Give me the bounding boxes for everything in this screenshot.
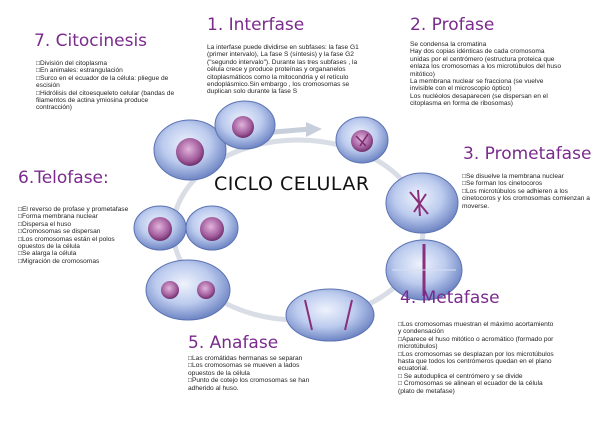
citocinesis-cell: [133, 205, 187, 251]
metafase-description: □Los cromosomas muestran el máximo acort…: [398, 321, 554, 395]
telofase-title: 6.Telofase:: [18, 168, 109, 188]
metafase-title: 4. Metafase: [400, 288, 500, 308]
citocinesis-title: 7. Citocinesis: [34, 31, 148, 51]
profase-description: Se condensa la cromatina Hay dos copias …: [410, 41, 561, 108]
profase-title: 2. Profase: [410, 15, 495, 35]
anafase-title: 5. Anafase: [188, 333, 279, 353]
anafase-description: □Las cromátidas hermanas se separan □Los…: [188, 355, 310, 392]
anafase-cell: [285, 288, 375, 342]
prometafase-description: □Se disuelve la membrana nuclear □Se for…: [462, 173, 590, 210]
telofase-cell: [145, 259, 231, 321]
interfase-cell: [214, 100, 276, 150]
profase-cell: [335, 116, 389, 164]
prometafase-cell: [385, 172, 459, 234]
interfase-description: La interfase puede dividirse en subfases…: [207, 44, 359, 96]
citocinesis-cell: [185, 205, 239, 251]
interfase-title: 1. Interfase: [207, 15, 305, 35]
metafase-cell: [385, 239, 463, 301]
citocinesis-description: □División del citoplasma □En animales: e…: [36, 60, 175, 112]
prometafase-title: 3. Prometafase: [463, 144, 592, 164]
diagram-title: CICLO CELULAR: [214, 173, 370, 195]
interfase-cell: [153, 119, 227, 181]
telofase-description: □El reverso de profase y prometafase □Fo…: [18, 206, 129, 265]
